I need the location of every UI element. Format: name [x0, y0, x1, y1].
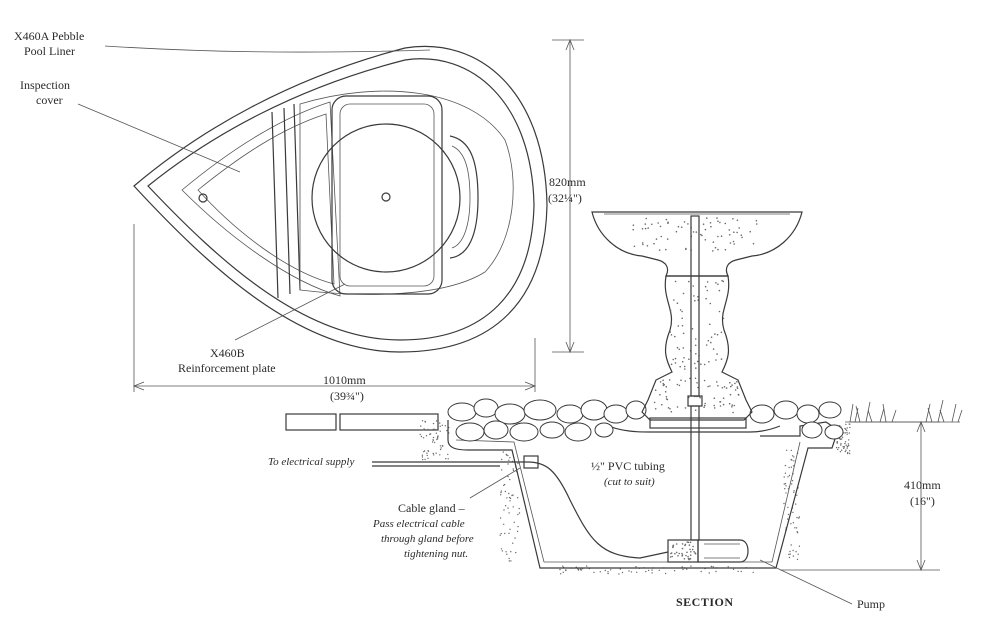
inspection-cover-circle: [311, 123, 461, 273]
dim-arrow-width-right: [524, 381, 537, 391]
rib-3: [293, 103, 301, 291]
leader-reinforcement-plate: [234, 283, 346, 341]
birdbath-stipple: [632, 217, 758, 414]
reinforcement-plate-inner: [339, 103, 435, 287]
label-inspection-1: Inspection: [20, 78, 70, 92]
leader-cable-gland: [469, 467, 521, 499]
label-gland-1: Cable gland –: [398, 501, 466, 515]
pvc-tube-upper: [690, 215, 700, 397]
tub-lip: [603, 423, 781, 433]
label-plate-2: Reinforcement plate: [178, 361, 276, 375]
pebbles: [447, 398, 844, 442]
paving-slab-2: [339, 413, 439, 431]
label-inspection-2: cover: [36, 93, 63, 107]
side-lobe-inner: [451, 145, 471, 249]
liner-outer-outline: [133, 45, 548, 353]
electrical-cable: [372, 461, 669, 559]
cable-gland: [523, 455, 539, 469]
reservoir-tub: [447, 420, 839, 569]
label-gland-4: tightening nut.: [404, 548, 468, 560]
label-gland-3: through gland before: [381, 533, 474, 545]
label-depth-mm: 410mm: [904, 478, 941, 492]
label-height-mm: 820mm: [549, 175, 586, 189]
label-tubing-2: (cut to suit): [604, 476, 655, 488]
labels: X460A Pebble Pool Liner Inspection cover…: [14, 29, 941, 611]
dim-arrow-depth-top: [916, 420, 926, 433]
birdbath-bowl: [591, 211, 803, 277]
cover-center-hole: [381, 192, 391, 202]
plan-dimensions: [132, 38, 584, 392]
leader-inspection-cover: [77, 103, 241, 173]
rib-2: [283, 107, 291, 295]
grass-tufts: [849, 399, 963, 423]
dim-arrow-depth-bottom: [916, 559, 926, 572]
label-width-in: (39¾"): [330, 389, 364, 403]
label-pool-liner-1: X460A Pebble: [14, 29, 84, 43]
label-height-in: (32¼"): [548, 191, 582, 205]
liner-hole: [198, 193, 208, 203]
label-tubing-1: ½" PVC tubing: [591, 459, 665, 473]
label-width-mm: 1010mm: [323, 373, 366, 387]
label-plate-1: X460B: [210, 346, 245, 360]
label-depth-in: (16"): [910, 494, 935, 508]
section-view: [285, 211, 963, 605]
label-electrical: To electrical supply: [268, 456, 354, 468]
label-gland-2: Pass electrical cable: [372, 518, 465, 530]
plan-view: [133, 45, 548, 353]
reinforcement-plate-outline: [331, 95, 443, 295]
label-pool-liner-2: Pool Liner: [24, 44, 75, 58]
plan-leaders: [77, 45, 431, 341]
liner-inner-line: [197, 113, 335, 285]
birdbath-base: [649, 417, 747, 429]
liner-outer-rim: [147, 58, 535, 341]
dim-arrow-height-top: [565, 38, 575, 51]
rib-1: [271, 111, 279, 299]
dim-arrow-height-bottom: [565, 341, 575, 354]
soil-gravel: [419, 420, 851, 575]
liner-inner-outline: [181, 101, 341, 297]
label-section: SECTION: [676, 595, 734, 609]
birdbath-pedestal: [641, 275, 753, 421]
paving-slab-1: [285, 413, 337, 431]
leader-pump: [759, 559, 853, 605]
side-lobe: [449, 135, 479, 259]
pump: [667, 539, 749, 563]
label-pump: Pump: [857, 597, 885, 611]
leader-pool-liner: [104, 45, 431, 53]
pvc-tube-lower: [690, 405, 700, 541]
dim-arrow-width-left: [132, 381, 145, 391]
reservoir-tub-inner: [455, 439, 801, 563]
